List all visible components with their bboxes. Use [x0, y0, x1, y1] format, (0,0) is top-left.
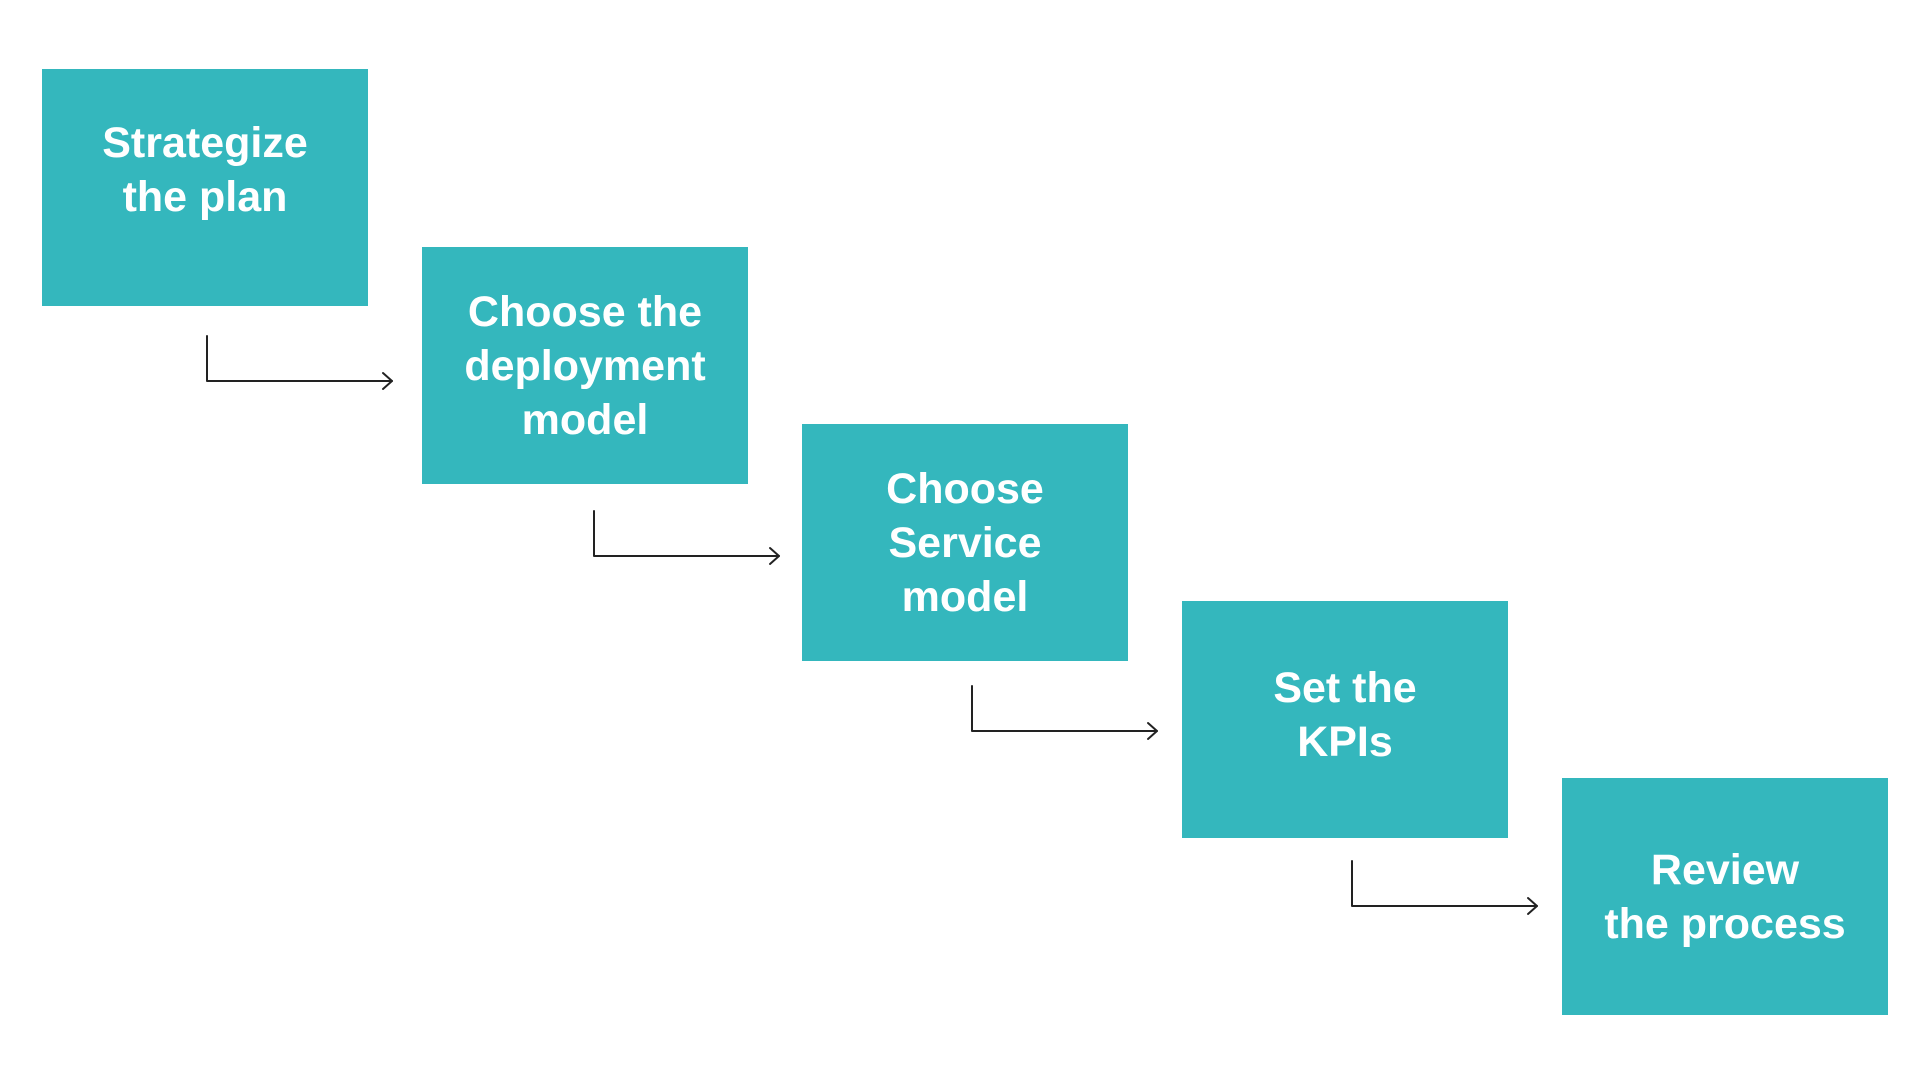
step-choose-deployment-model: Choose the deployment model — [422, 247, 748, 484]
connector-arrow-3 — [971, 685, 1158, 740]
step-review-the-process: Review the process — [1562, 778, 1888, 1015]
connector-arrow-2 — [593, 510, 780, 565]
step-label: Choose Service model — [886, 464, 1044, 621]
connector-arrow-1 — [206, 335, 393, 390]
step-label: Strategize the plan — [102, 118, 308, 221]
step-set-the-kpis: Set the KPIs — [1182, 601, 1508, 838]
step-choose-service-model: Choose Service model — [802, 424, 1128, 661]
step-label: Set the KPIs — [1273, 663, 1417, 766]
step-label: Choose the deployment model — [464, 287, 706, 444]
step-strategize-the-plan: Strategize the plan — [42, 69, 368, 306]
connector-arrow-4 — [1351, 860, 1538, 915]
step-label: Review the process — [1604, 845, 1846, 948]
